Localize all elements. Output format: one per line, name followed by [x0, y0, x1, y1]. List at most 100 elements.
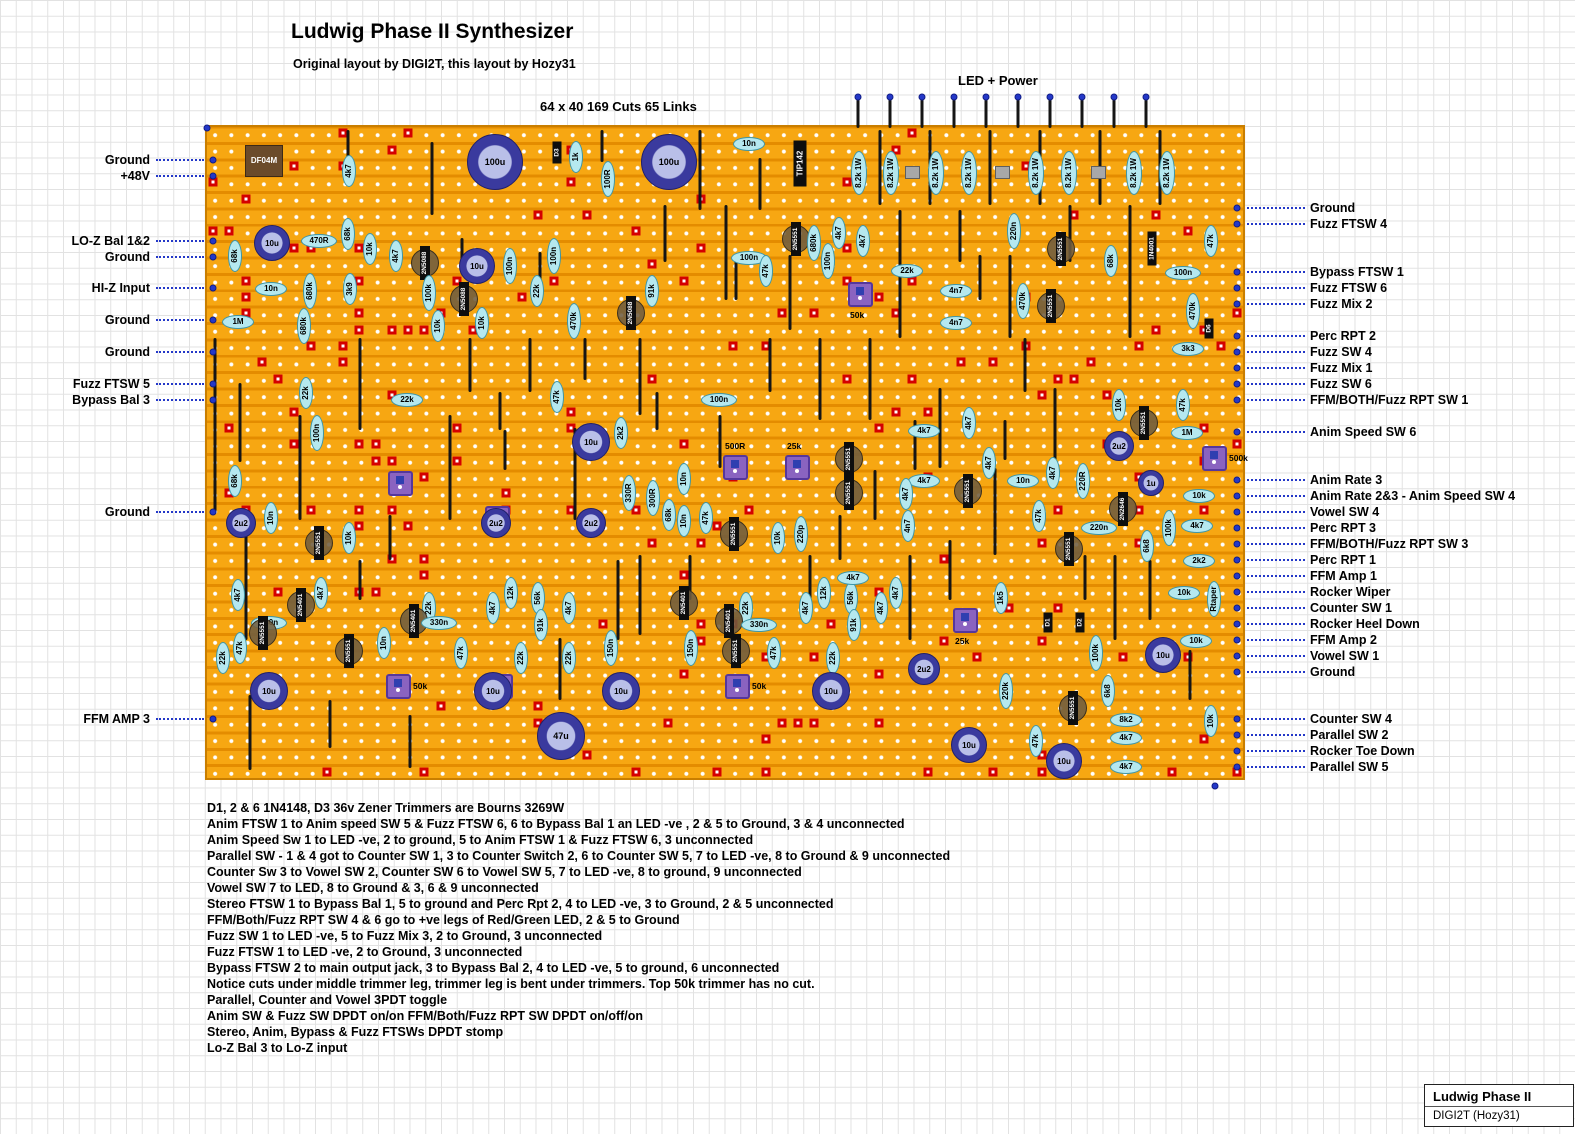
resistor-100R: 100R: [601, 161, 615, 197]
strip-cut: [891, 407, 901, 417]
electrolytic-cap-10u: 10u: [812, 672, 850, 710]
jumper-link: [878, 130, 882, 205]
capacitor-100n: 100n: [1165, 266, 1201, 280]
transistor-label: 2N5088: [459, 282, 469, 316]
strip-cut: [956, 357, 966, 367]
capacitor-220p: 220p: [794, 516, 808, 552]
pin-label-right-21: FFM Amp 2: [1310, 633, 1377, 647]
jumper-link: [734, 255, 738, 300]
trimmer-label: 50k: [413, 681, 428, 691]
capacitor-150n: 150n: [684, 630, 698, 666]
electrolytic-cap-10u: 10u: [250, 672, 288, 710]
pin-wire-right: [1247, 591, 1305, 593]
jumper-link: [528, 338, 532, 392]
strip-cut: [387, 505, 397, 515]
note-line-2: Anim Speed Sw 1 to LED -ve, 2 to ground,…: [207, 833, 754, 847]
jumper-link: [655, 392, 659, 430]
strip-cut: [338, 357, 348, 367]
led-power-wire: [888, 97, 892, 128]
led-power-pin: [950, 93, 958, 101]
pin-label-left-8: Bypass Bal 3: [72, 393, 150, 407]
pin-label-left-6: Ground: [104, 345, 150, 359]
strip-cut: [354, 521, 364, 531]
electrolytic-cap-10u: 10u: [951, 727, 987, 763]
pin-right: [1233, 508, 1241, 516]
resistor-4k7: 4k7: [1046, 457, 1060, 489]
pin-wire-left: [156, 351, 204, 353]
transistor-label: 2N5551: [844, 476, 854, 510]
strip-cut: [679, 276, 689, 286]
strip-cut: [1102, 390, 1112, 400]
resistor-8.2k 1W: 8.2k 1W: [961, 151, 977, 195]
resistor-68k: 68k: [228, 465, 242, 497]
strip-cut: [452, 276, 462, 286]
transistor-label: 2N5401: [679, 586, 689, 620]
pin-label-right-1: Fuzz FTSW 4: [1310, 217, 1388, 231]
jumper-link: [1053, 388, 1057, 468]
strip-cut: [501, 488, 511, 498]
led-power-pin: [982, 93, 990, 101]
pin-label-right-0: Ground: [1310, 201, 1356, 215]
strip-cut: [939, 554, 949, 564]
pin-right: [1233, 715, 1241, 723]
strip-cut: [273, 374, 283, 384]
transistor-2N5551: 2N5551: [249, 616, 277, 650]
strip-cut: [712, 767, 722, 777]
jumper-link: [838, 515, 842, 560]
led-power-pin: [1110, 93, 1118, 101]
resistor-8.2k 1W: 8.2k 1W: [1159, 151, 1175, 195]
resistor-4k7: 4k7: [982, 447, 996, 479]
diode-D6: D6: [1204, 318, 1214, 338]
pin-right: [1233, 747, 1241, 755]
pin-right: [1233, 540, 1241, 548]
pin-label-right-18: Rocker Wiper: [1310, 585, 1391, 599]
pin-label-right-4: Fuzz Mix 2: [1310, 297, 1373, 311]
pin-wire-right: [1247, 335, 1305, 337]
strip-cut: [1037, 767, 1047, 777]
note-line-9: Fuzz FTSW 1 to LED -ve, 2 to Ground, 3 u…: [207, 945, 523, 959]
resistor-10k: 10k: [1168, 586, 1200, 600]
jumper-link: [663, 205, 667, 262]
strip-cut: [289, 243, 299, 253]
resistor-1k5: 1k5: [994, 582, 1008, 614]
trimmer-wiper-dot: [1212, 460, 1216, 465]
resistor-4k7: 4k7: [832, 217, 846, 249]
pin-right: [1233, 763, 1241, 771]
strip-cut: [549, 276, 559, 286]
resistor-47k: 47k: [1176, 389, 1190, 421]
resistor-10k: 10k: [1112, 389, 1126, 421]
strip-cut: [972, 652, 982, 662]
strip-cut: [842, 276, 852, 286]
strip-cut: [988, 767, 998, 777]
pin-label-left-0: Ground: [104, 153, 150, 167]
pin-wire-left: [156, 159, 204, 161]
strip-cut: [566, 423, 576, 433]
strip-cut: [1053, 603, 1063, 613]
electrolytic-cap-100u: 100u: [467, 134, 523, 190]
pin-label-left-4: HI-Z Input: [91, 281, 150, 295]
strip-cut: [874, 292, 884, 302]
strip-cut: [663, 718, 673, 728]
pin-label-left-1: +48V: [120, 169, 150, 183]
resistor-10k: 10k: [342, 522, 356, 554]
pin-label-right-12: Anim Rate 2&3 - Anim Speed SW 4: [1310, 489, 1516, 503]
pin-label-right-2: Bypass FTSW 1: [1310, 265, 1404, 279]
strip-cut: [289, 407, 299, 417]
jumper-link: [448, 415, 452, 520]
jumper-link: [600, 130, 604, 162]
resistor-100k: 100k: [1089, 635, 1103, 671]
strip-cut: [387, 456, 397, 466]
transistor-2N5551: 2N5551: [722, 634, 750, 668]
strip-cut: [257, 357, 267, 367]
pin-wire-right: [1247, 639, 1305, 641]
resistor-2k2: 2k2: [1183, 554, 1215, 568]
pin-label-right-25: Parallel SW 2: [1310, 728, 1389, 742]
strip-cut: [777, 718, 787, 728]
pin-label-right-13: Vowel SW 4: [1310, 505, 1380, 519]
jumper-link: [988, 130, 992, 205]
resistor-3k3: 3k3: [1172, 342, 1204, 356]
resistor-22k: 22k: [216, 642, 230, 674]
resistor-8.2k 1W: 8.2k 1W: [928, 151, 944, 195]
resistor-680k: 680k: [807, 225, 821, 261]
board-corner-pin: [203, 124, 211, 132]
